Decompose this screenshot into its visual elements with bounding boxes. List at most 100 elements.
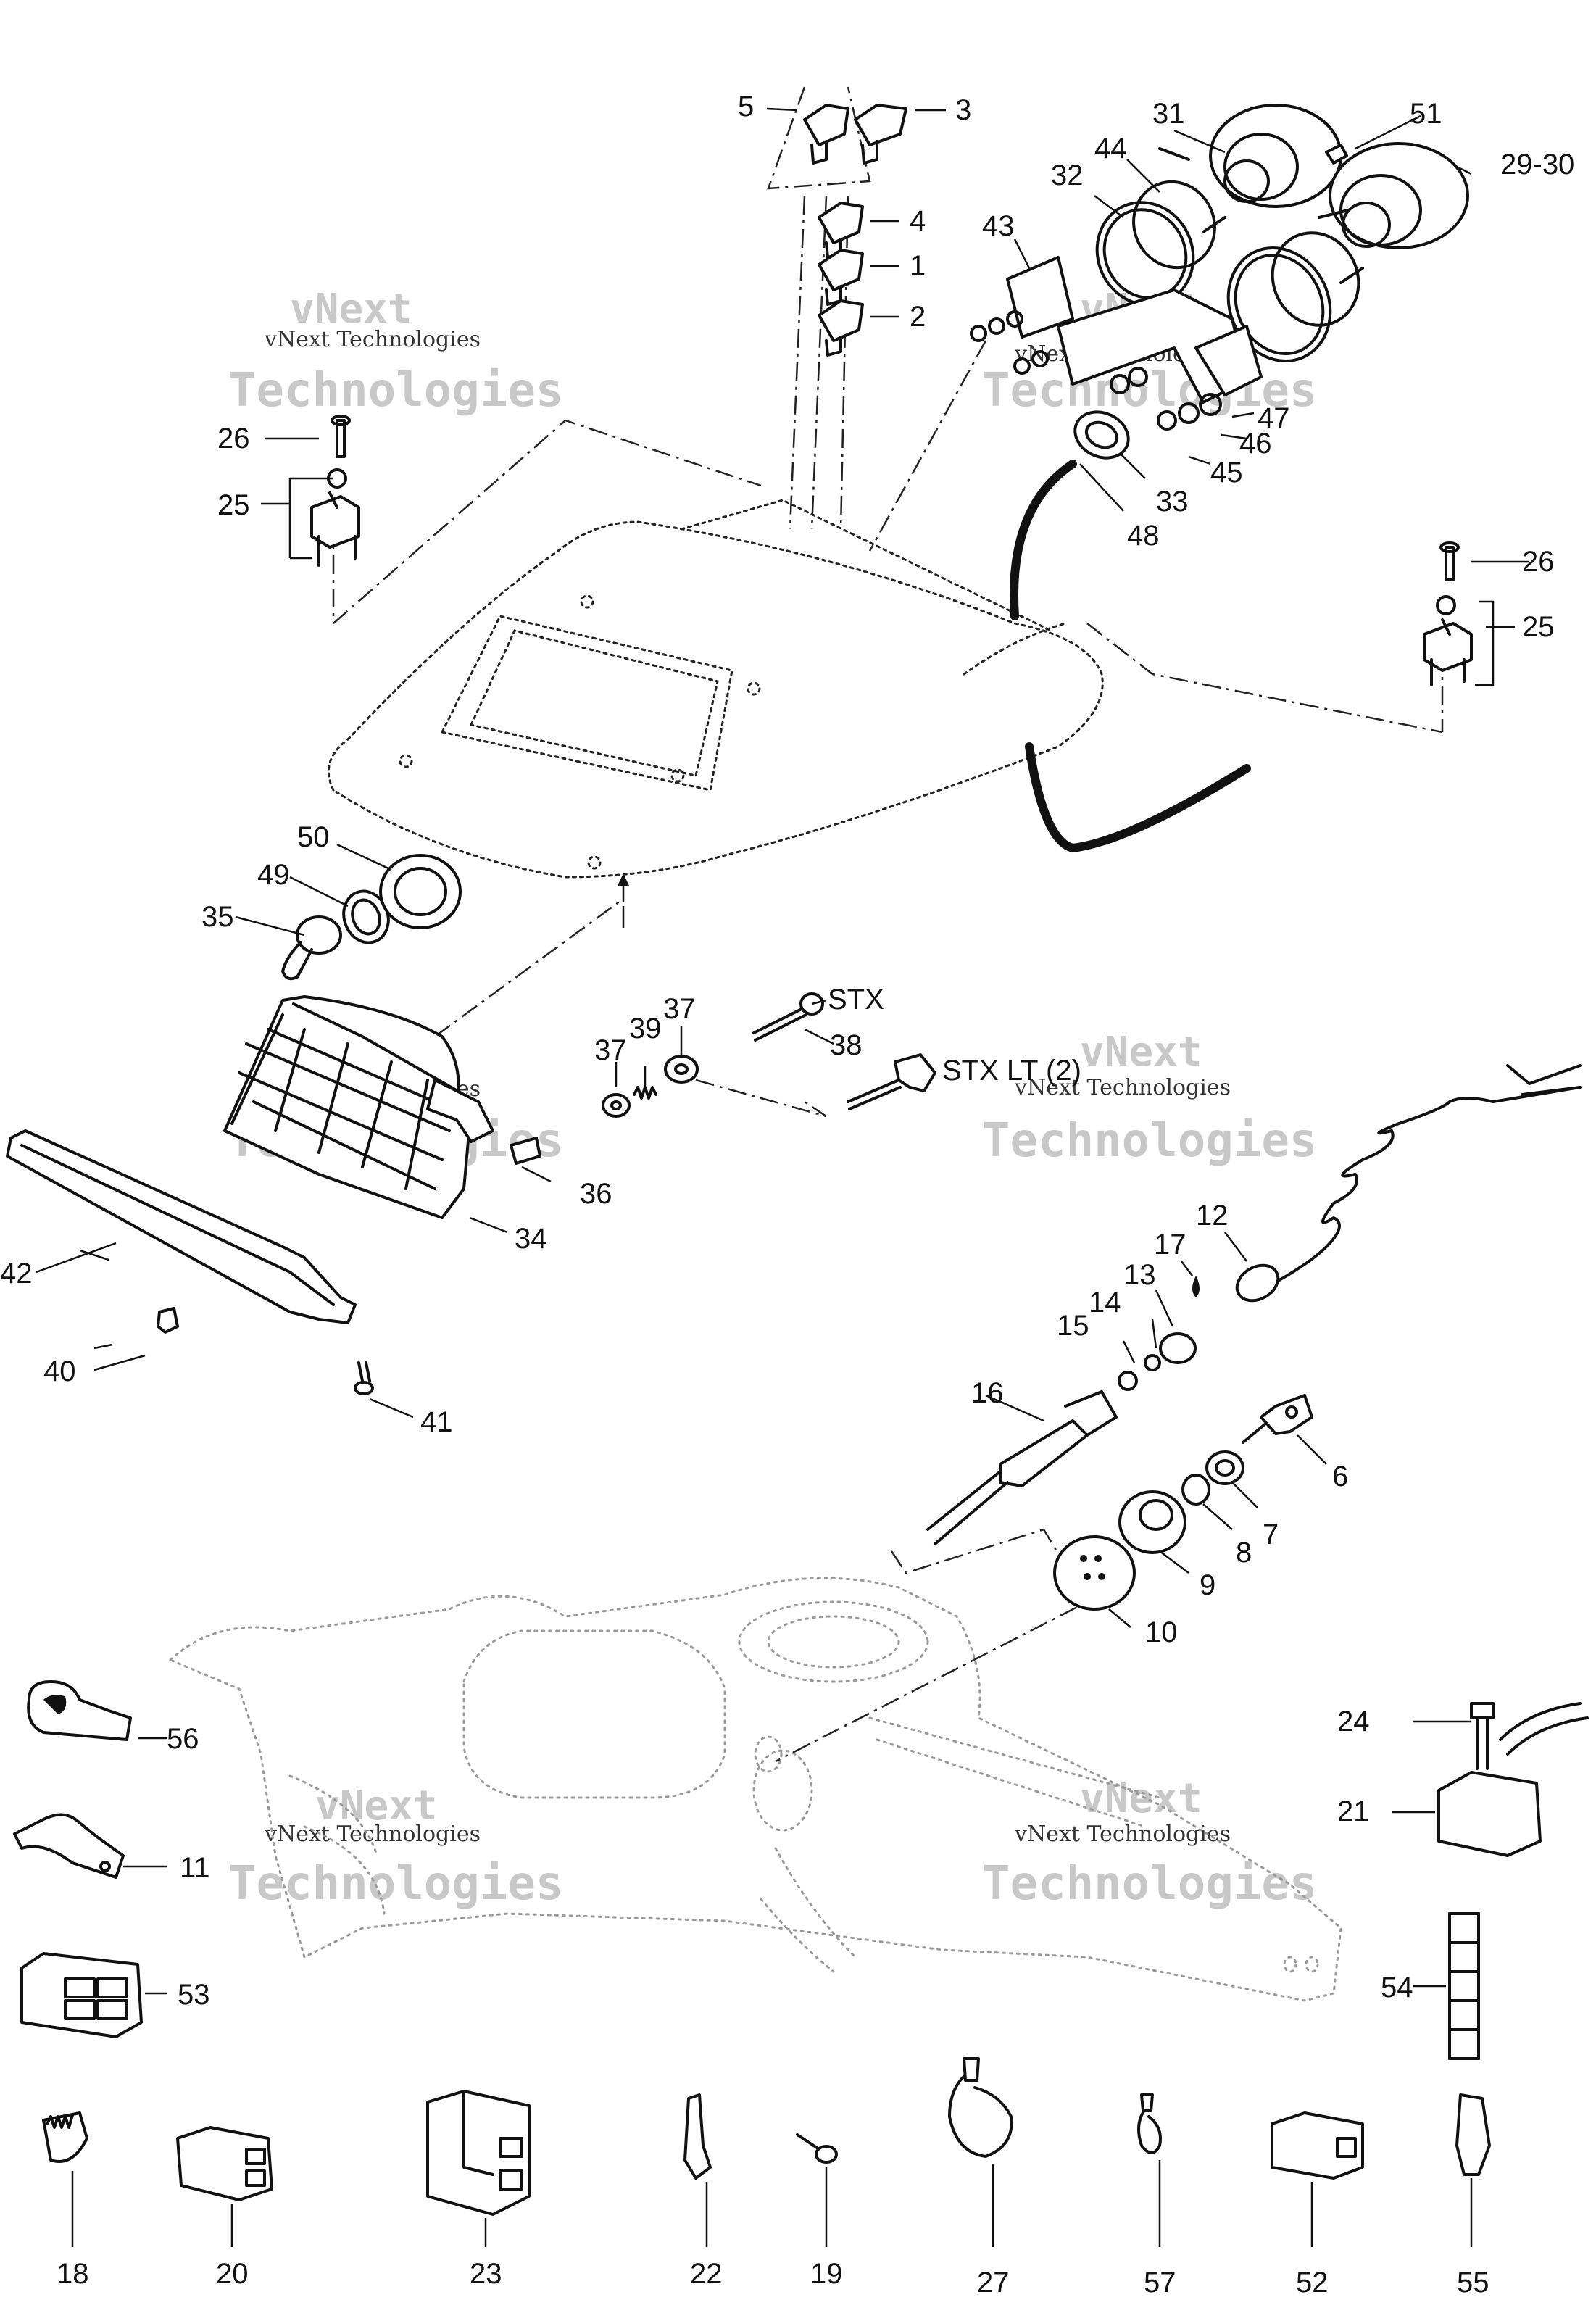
callout-50: 50 xyxy=(297,821,330,853)
washer-37b xyxy=(664,1055,699,1084)
toggle-switch-left xyxy=(310,415,360,567)
callout-24: 24 xyxy=(1337,1706,1370,1737)
headlight-bulb-35 xyxy=(281,915,342,981)
callout-57: 57 xyxy=(1144,2267,1176,2299)
callout-54: 54 xyxy=(1381,1972,1413,2003)
callout-40: 40 xyxy=(43,1355,76,1387)
hull-outline xyxy=(168,1577,1342,2002)
cable-hose xyxy=(1010,460,1251,853)
callout-42: 42 xyxy=(0,1258,33,1290)
switch-body-16 xyxy=(926,1390,1118,1545)
svg-text:vNext Technologies: vNext Technologies xyxy=(1014,1075,1231,1100)
headlight-34 xyxy=(223,995,494,1219)
watermark-bottom-left: vNext vNext Technologies Technologies xyxy=(228,1782,563,1911)
key-6 xyxy=(1242,1394,1313,1444)
svg-text:vNext Technologies: vNext Technologies xyxy=(1014,1822,1231,1847)
clamp-56 xyxy=(27,1680,132,1741)
svg-text:Technologies: Technologies xyxy=(228,1857,563,1911)
socket-50 xyxy=(379,854,462,929)
callout-labels: 5 3 4 1 2 31 44 32 51 29-30 43 47 46 45 … xyxy=(0,91,1574,2299)
callout-45: 45 xyxy=(1210,457,1243,489)
svg-text:vNext Technologies: vNext Technologies xyxy=(264,327,481,352)
svg-text:vNext: vNext xyxy=(315,1782,438,1830)
switch-4 xyxy=(818,202,864,259)
switch-2 xyxy=(818,299,864,357)
callout-8: 8 xyxy=(1236,1537,1252,1569)
callout-5: 5 xyxy=(738,91,754,122)
bracket-43 xyxy=(1006,256,1263,404)
leader-lines xyxy=(36,107,1529,2247)
hardware-washers xyxy=(970,310,1222,431)
screw-38-stxlt xyxy=(847,1053,936,1110)
cap-13 xyxy=(1159,1332,1197,1364)
callout-26-left: 26 xyxy=(217,423,250,454)
callout-6: 6 xyxy=(1332,1461,1348,1492)
switch-3 xyxy=(854,104,907,165)
ring-terminal-19 xyxy=(796,2133,838,2164)
watermark-top-left: vNext vNext Technologies Technologies xyxy=(228,286,563,418)
svg-text:Technologies: Technologies xyxy=(228,364,563,418)
svg-text:Technologies: Technologies xyxy=(982,1114,1317,1168)
hood-outline xyxy=(327,499,1104,879)
callout-17: 17 xyxy=(1154,1229,1186,1261)
callout-52: 52 xyxy=(1296,2267,1329,2299)
callout-13: 13 xyxy=(1123,1259,1156,1291)
callout-11: 11 xyxy=(180,1852,210,1884)
clip-14 xyxy=(1144,1354,1161,1371)
watermark-mid-right: vNext vNext Technologies Technologies xyxy=(982,1029,1317,1168)
callout-33: 33 xyxy=(1156,486,1189,518)
callout-39: 39 xyxy=(629,1013,662,1045)
callout-29-30: 29-30 xyxy=(1500,149,1574,180)
spring-39 xyxy=(633,1086,657,1100)
callout-25-right: 25 xyxy=(1522,611,1555,643)
svg-text:Technologies: Technologies xyxy=(982,1857,1317,1911)
screw-51 xyxy=(1325,144,1348,165)
callout-31: 31 xyxy=(1152,98,1185,130)
terminal-22 xyxy=(683,2093,712,2180)
callout-12: 12 xyxy=(1196,1200,1229,1232)
callout-15: 15 xyxy=(1057,1310,1089,1342)
callout-7: 7 xyxy=(1263,1519,1279,1550)
callout-34: 34 xyxy=(515,1223,547,1255)
callout-27: 27 xyxy=(977,2267,1010,2299)
clip-18 xyxy=(42,2111,88,2163)
callout-35: 35 xyxy=(201,901,234,933)
callout-21: 21 xyxy=(1337,1795,1370,1827)
switch-group xyxy=(803,104,907,357)
svg-text:vNext: vNext xyxy=(290,286,412,333)
callout-stx-lt: STX LT (2) xyxy=(942,1055,1081,1087)
connector-53 xyxy=(20,1952,143,2038)
clip-36 xyxy=(510,1137,541,1165)
callout-56: 56 xyxy=(167,1723,199,1755)
callout-47: 47 xyxy=(1258,402,1290,434)
regulator-21 xyxy=(1437,1702,1589,1857)
washer-37a xyxy=(602,1093,631,1118)
callout-53: 53 xyxy=(178,1979,210,2011)
nut-40 xyxy=(157,1307,179,1334)
cover-10 xyxy=(1053,1535,1136,1611)
callout-49: 49 xyxy=(257,859,290,891)
callout-10: 10 xyxy=(1145,1616,1178,1648)
gauge-ring-44 xyxy=(1132,180,1216,270)
gauge-right xyxy=(1318,142,1469,284)
drop-17 xyxy=(1192,1276,1200,1297)
callout-19: 19 xyxy=(810,2258,843,2290)
callout-48: 48 xyxy=(1127,520,1160,552)
callout-36: 36 xyxy=(580,1178,612,1210)
callout-16: 16 xyxy=(971,1377,1004,1409)
callout-46: 46 xyxy=(1239,428,1272,460)
svg-text:vNext: vNext xyxy=(1080,1775,1202,1822)
watermark-bottom-right: vNext vNext Technologies Technologies xyxy=(982,1775,1317,1911)
callout-20: 20 xyxy=(216,2258,249,2290)
callout-51: 51 xyxy=(1410,98,1442,130)
callout-41: 41 xyxy=(420,1406,453,1438)
callout-3: 3 xyxy=(955,94,971,126)
connector-23 xyxy=(426,2090,531,2216)
switch-5 xyxy=(803,104,849,165)
connector-20 xyxy=(176,2126,273,2201)
callout-38: 38 xyxy=(830,1029,863,1061)
callout-14: 14 xyxy=(1089,1287,1121,1319)
terminal-55 xyxy=(1455,2093,1491,2176)
callout-32: 32 xyxy=(1051,159,1084,191)
